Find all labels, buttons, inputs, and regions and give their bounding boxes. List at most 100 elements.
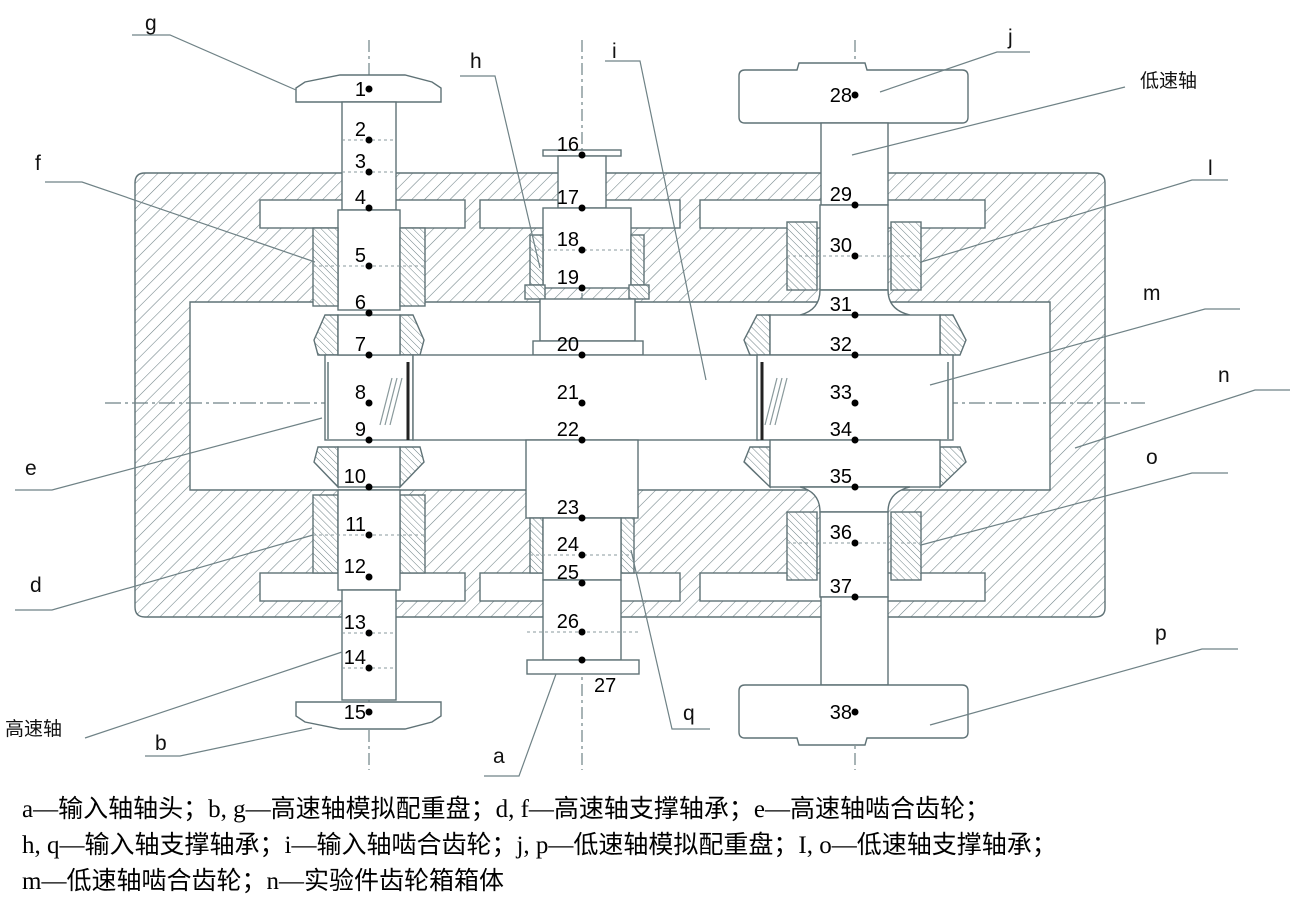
point-label-19: 19 xyxy=(557,267,579,289)
point-label-30: 30 xyxy=(830,235,852,257)
label-a: a xyxy=(493,745,505,768)
point-marker-31 xyxy=(851,311,859,319)
label-p: p xyxy=(1155,622,1167,645)
label-l: l xyxy=(1208,157,1213,180)
point-marker-15 xyxy=(365,708,373,716)
point-label-6: 6 xyxy=(355,292,366,314)
point-label-38: 38 xyxy=(830,702,852,724)
label-b: b xyxy=(155,732,167,755)
point-label-2: 2 xyxy=(355,119,366,141)
label-high-speed-shaft: 高速轴 xyxy=(5,718,62,740)
label-d: d xyxy=(30,574,42,597)
label-f: f xyxy=(35,152,41,175)
point-marker-18 xyxy=(578,246,586,254)
label-e: e xyxy=(25,457,37,480)
point-marker-32 xyxy=(851,351,859,359)
point-label-11: 11 xyxy=(345,514,366,536)
label-m: m xyxy=(1143,282,1161,305)
point-label-28: 28 xyxy=(830,85,852,107)
point-label-1: 1 xyxy=(355,79,366,101)
point-label-13: 13 xyxy=(344,612,366,634)
point-marker-11 xyxy=(365,531,373,539)
point-label-29: 29 xyxy=(830,184,852,206)
label-h: h xyxy=(470,50,482,73)
point-label-17: 17 xyxy=(557,187,579,209)
label-n: n xyxy=(1218,364,1230,387)
point-marker-19 xyxy=(578,284,586,292)
point-marker-8 xyxy=(365,399,373,407)
point-marker-21 xyxy=(578,399,586,407)
point-marker-34 xyxy=(851,436,859,444)
point-label-27: 27 xyxy=(594,675,616,697)
point-marker-29 xyxy=(851,201,859,209)
point-label-7: 7 xyxy=(355,334,366,356)
point-marker-30 xyxy=(851,252,859,260)
point-marker-37 xyxy=(851,593,859,601)
point-marker-6 xyxy=(365,309,373,317)
point-label-16: 16 xyxy=(557,134,579,156)
point-marker-16 xyxy=(578,151,586,159)
legend-line-1: a—输入轴轴头；b, g—高速轴模拟配重盘；d, f—高速轴支撑轴承；e—高速轴… xyxy=(22,796,991,823)
leader-labels: g h i j f l m n e o d p q b a 低速轴 高速轴 xyxy=(5,12,1230,768)
label-g: g xyxy=(145,12,157,35)
point-label-34: 34 xyxy=(830,419,852,441)
point-label-37: 37 xyxy=(830,576,852,598)
point-label-32: 32 xyxy=(830,334,852,356)
input-shaft xyxy=(412,149,759,675)
point-label-18: 18 xyxy=(557,229,579,251)
point-label-8: 8 xyxy=(355,382,366,404)
point-label-15: 15 xyxy=(344,702,366,724)
point-marker-3 xyxy=(365,168,373,176)
point-label-10: 10 xyxy=(344,466,366,488)
point-marker-27 xyxy=(578,656,586,664)
point-marker-22 xyxy=(578,436,586,444)
point-marker-5 xyxy=(365,262,373,270)
point-label-4: 4 xyxy=(355,187,366,209)
point-marker-25 xyxy=(578,579,586,587)
point-marker-36 xyxy=(851,539,859,547)
legend-line-2: h, q—输入轴支撑轴承；i—输入轴啮合齿轮；j, p—低速轴模拟配重盘；I, … xyxy=(22,832,1057,859)
point-marker-28 xyxy=(851,91,859,99)
point-label-24: 24 xyxy=(557,534,579,556)
gearbox-diagram: g h i j f l m n e o d p q b a 低速轴 高速轴 12… xyxy=(5,12,1290,777)
point-label-14: 14 xyxy=(344,647,366,669)
point-marker-38 xyxy=(851,708,859,716)
leader-lines xyxy=(15,34,1290,777)
point-marker-4 xyxy=(365,204,373,212)
point-marker-10 xyxy=(365,483,373,491)
figure-legend: a—输入轴轴头；b, g—高速轴模拟配重盘；d, f—高速轴支撑轴承；e—高速轴… xyxy=(22,792,1282,900)
point-marker-13 xyxy=(365,629,373,637)
point-label-36: 36 xyxy=(830,522,852,544)
point-marker-14 xyxy=(365,664,373,672)
point-label-35: 35 xyxy=(830,466,852,488)
point-marker-26 xyxy=(578,628,586,636)
label-q: q xyxy=(683,702,695,725)
point-marker-23 xyxy=(578,514,586,522)
point-marker-24 xyxy=(578,551,586,559)
point-marker-35 xyxy=(851,483,859,491)
point-marker-1 xyxy=(365,85,373,93)
point-label-3: 3 xyxy=(355,151,366,173)
label-low-speed-shaft: 低速轴 xyxy=(1140,70,1197,92)
point-label-33: 33 xyxy=(830,382,852,404)
point-marker-12 xyxy=(365,573,373,581)
point-marker-2 xyxy=(365,136,373,144)
point-label-23: 23 xyxy=(557,497,579,519)
point-marker-9 xyxy=(365,436,373,444)
label-j: j xyxy=(1007,26,1013,49)
point-label-21: 21 xyxy=(557,382,579,404)
counterweight-disc-b xyxy=(295,701,442,730)
point-label-22: 22 xyxy=(557,419,579,441)
point-label-5: 5 xyxy=(355,245,366,267)
label-o: o xyxy=(1146,446,1158,469)
label-i: i xyxy=(612,40,617,63)
point-label-26: 26 xyxy=(557,611,579,633)
point-label-12: 12 xyxy=(344,556,366,578)
point-label-20: 20 xyxy=(557,334,579,356)
point-marker-33 xyxy=(851,399,859,407)
legend-line-3: m—低速轴啮合齿轮；n—实验件齿轮箱箱体 xyxy=(22,868,504,895)
point-marker-7 xyxy=(365,351,373,359)
point-label-25: 25 xyxy=(557,562,579,584)
point-marker-17 xyxy=(578,204,586,212)
point-marker-20 xyxy=(578,351,586,359)
